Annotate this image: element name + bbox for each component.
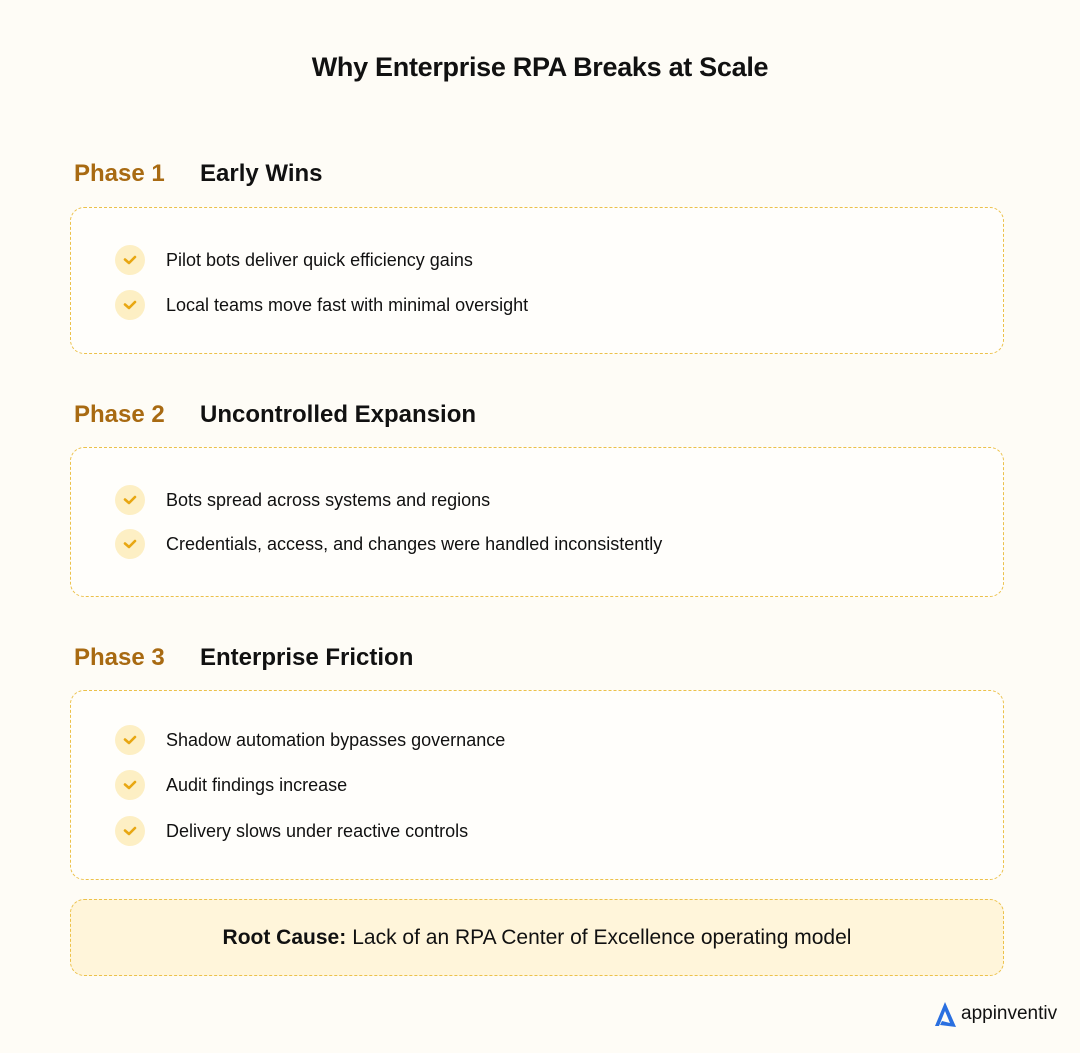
item-text: Pilot bots deliver quick efficiency gain… xyxy=(166,249,473,270)
list-item: Shadow automation bypasses governance xyxy=(115,725,505,755)
list-item: Pilot bots deliver quick efficiency gain… xyxy=(115,245,473,275)
list-item: Audit findings increase xyxy=(115,770,347,800)
item-text: Credentials, access, and changes were ha… xyxy=(166,533,663,554)
phase-2-card: Bots spread across systems and regions C… xyxy=(70,447,1004,597)
root-cause-box: Root Cause: Lack of an RPA Center of Exc… xyxy=(70,899,1004,976)
list-item: Credentials, access, and changes were ha… xyxy=(115,529,662,559)
item-text: Shadow automation bypasses governance xyxy=(166,729,506,750)
item-text: Delivery slows under reactive controls xyxy=(166,820,469,841)
page-title: Why Enterprise RPA Breaks at Scale xyxy=(311,52,769,82)
check-icon xyxy=(115,770,145,800)
item-text: Local teams move fast with minimal overs… xyxy=(166,294,529,315)
appinventiv-a-logo-icon xyxy=(935,1002,956,1027)
phase-1-header: Phase 1 Early Wins xyxy=(74,160,323,188)
phase-3-label: Phase 3 xyxy=(74,644,165,671)
check-icon xyxy=(115,290,145,320)
phase-1-name: Early Wins xyxy=(200,160,323,187)
check-icon xyxy=(115,725,145,755)
item-text: Bots spread across systems and regions xyxy=(166,489,491,510)
phase-2-label: Phase 2 xyxy=(74,401,165,428)
check-icon xyxy=(115,816,145,846)
phase-1-card: Pilot bots deliver quick efficiency gain… xyxy=(70,207,1004,354)
phase-2-name: Uncontrolled Expansion xyxy=(200,401,477,428)
brand-name: appinventiv xyxy=(961,1003,1058,1024)
phase-3-card: Shadow automation bypasses governance Au… xyxy=(70,690,1004,880)
root-cause-label: Root Cause: xyxy=(222,925,347,949)
list-item: Local teams move fast with minimal overs… xyxy=(115,290,528,320)
check-icon xyxy=(115,529,145,559)
list-item: Delivery slows under reactive controls xyxy=(115,816,468,846)
brand-logo: appinventiv xyxy=(932,1000,1057,1028)
list-item: Bots spread across systems and regions xyxy=(115,485,490,515)
check-icon xyxy=(115,485,145,515)
check-icon xyxy=(115,245,145,275)
phase-3-header: Phase 3 Enterprise Friction xyxy=(74,644,413,672)
phase-3-name: Enterprise Friction xyxy=(200,644,414,671)
phase-2-header: Phase 2 Uncontrolled Expansion xyxy=(74,401,476,429)
root-cause-text: Lack of an RPA Center of Excellence oper… xyxy=(352,925,852,949)
phase-1-label: Phase 1 xyxy=(74,160,165,187)
item-text: Audit findings increase xyxy=(166,774,348,795)
